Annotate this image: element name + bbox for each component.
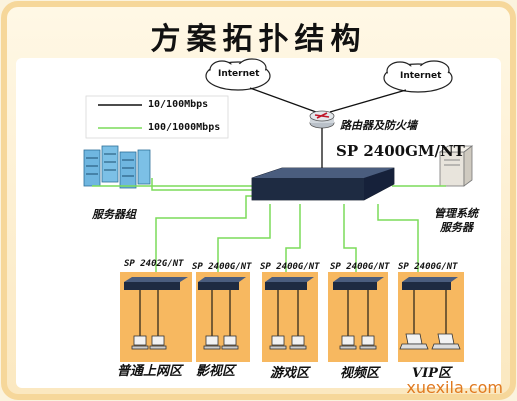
server-group-label: 服务器组 — [92, 208, 136, 221]
access-switch-icon-2 — [198, 277, 246, 290]
access-switch-icon-5 — [402, 277, 458, 290]
access-switch-label-3: SP 2400G/NT — [260, 262, 320, 272]
mgmt-server-label-line1: 管理系统 — [434, 207, 478, 220]
pc-icon — [203, 335, 221, 350]
pc-icon — [221, 335, 239, 350]
access-switches — [124, 277, 458, 290]
link-core-servers-b — [151, 178, 252, 191]
zone-label-video: 影视区 — [196, 364, 236, 379]
pc-icon — [339, 335, 357, 350]
access-switch-label-5: SP 2400G/NT — [398, 262, 458, 272]
management-server-icon — [438, 145, 474, 187]
access-switch-icon-4 — [333, 277, 384, 290]
zone-label-videoconf: 视频区 — [340, 366, 380, 381]
legend — [85, 95, 229, 139]
pc-icon — [269, 335, 287, 350]
pc-icon — [131, 335, 149, 350]
internet-cloud-right — [383, 60, 453, 93]
access-switch-label-4: SP 2400G/NT — [330, 262, 390, 272]
router-label: 路由器及防火墙 — [340, 119, 417, 132]
access-switch-label-1: SP 2402G/NT — [124, 259, 184, 269]
laptop-icon — [399, 333, 429, 350]
router-icon — [309, 110, 335, 129]
zone-label-vip: VIP区 — [412, 366, 451, 381]
cloud-label-left: Internet — [218, 69, 260, 79]
legend-label-copper: 10/100Mbps — [148, 99, 209, 110]
mgmt-server-label-line2: 服务器 — [440, 221, 473, 234]
pc-icon — [149, 335, 167, 350]
access-switch-icon-3 — [265, 277, 314, 290]
link-cloud-router-right — [329, 89, 407, 113]
legend-label-fiber: 100/1000Mbps — [148, 122, 221, 133]
pc-icon — [289, 335, 307, 350]
server-group-icon — [83, 145, 151, 189]
fiber-links — [92, 178, 446, 272]
link-core-zone1 — [155, 195, 258, 272]
cloud-label-right: Internet — [400, 71, 442, 81]
core-switch-icon — [251, 167, 395, 201]
internet-cloud-left — [205, 58, 271, 91]
zone-label-gaming: 游戏区 — [270, 366, 310, 381]
laptop-icon — [431, 333, 461, 350]
page-title: 方案拓扑结构 — [150, 22, 367, 57]
pc-icon — [359, 335, 377, 350]
copper-links — [139, 290, 447, 336]
watermark: xuexila.com — [406, 378, 503, 397]
link-core-zone3 — [285, 204, 301, 272]
zone-label-general: 普通上网区 — [117, 364, 183, 379]
link-core-zone5 — [377, 204, 419, 272]
access-switch-label-2: SP 2400G/NT — [192, 262, 252, 272]
access-switch-icon-1 — [124, 277, 188, 290]
workstation-icons — [131, 333, 461, 350]
link-cloud-router-left — [249, 87, 317, 113]
link-core-zone4 — [343, 204, 357, 272]
core-switch-label: SP 2400GM/NT — [336, 142, 465, 160]
link-core-zone2 — [217, 204, 271, 272]
